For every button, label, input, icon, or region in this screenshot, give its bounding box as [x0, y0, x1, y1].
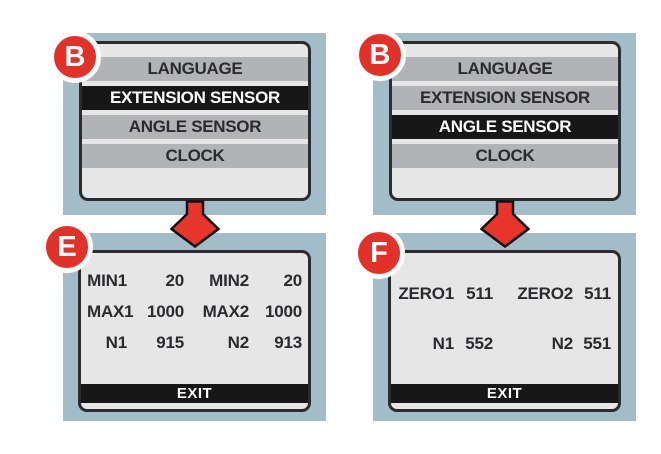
extension-sensor-screen: MIN1 20 MIN2 20 MAX1 1000 MAX2 1000 N1 9…	[78, 250, 311, 412]
menu-item-clock[interactable]: CLOCK	[82, 144, 308, 168]
readout-value: 20	[165, 271, 184, 290]
readout-label: ZERO1	[398, 284, 454, 303]
menu-screen-left: LANGUAGE EXTENSION SENSOR ANGLE SENSOR C…	[79, 41, 311, 201]
readout-value: 511	[466, 284, 493, 303]
callout-badge-b: B	[354, 29, 406, 81]
readout-value: 915	[156, 333, 184, 352]
readout-label: N2	[551, 334, 574, 353]
extension-sensor-flow: B LANGUAGE EXTENSION SENSOR ANGLE SENSOR…	[41, 31, 326, 421]
readout-label: MIN2	[209, 271, 249, 290]
device-frame-menu-left: B LANGUAGE EXTENSION SENSOR ANGLE SENSOR…	[49, 31, 326, 215]
callout-badge-letter: B	[64, 40, 86, 73]
readout-label: MAX1	[87, 302, 134, 321]
callout-badge-letter: E	[57, 230, 77, 263]
menu-item-extension-sensor[interactable]: EXTENSION SENSOR	[392, 86, 618, 110]
callout-badge-b: B	[49, 31, 101, 83]
angle-sensor-flow: B LANGUAGE EXTENSION SENSOR ANGLE SENSOR…	[353, 29, 636, 421]
menu-item-extension-sensor[interactable]: EXTENSION SENSOR	[82, 86, 308, 110]
readout-value: 1000	[264, 302, 302, 321]
readout-label: N1	[105, 333, 128, 352]
menu-item-language[interactable]: LANGUAGE	[82, 57, 308, 81]
menu-item-angle-sensor[interactable]: ANGLE SENSOR	[82, 115, 308, 139]
readout-value: 552	[465, 334, 493, 353]
readout-value: 1000	[146, 302, 184, 321]
exit-button[interactable]: EXIT	[81, 384, 308, 403]
device-frame-angle-screen: F ZERO1 511 ZERO2 511 N1 552 N2 551 EXIT	[353, 227, 636, 421]
readout-label: N2	[227, 333, 250, 352]
readout-value: 511	[584, 284, 611, 303]
callout-badge-e: E	[41, 221, 93, 273]
menu-item-language[interactable]: LANGUAGE	[392, 57, 618, 81]
callout-badge-letter: B	[369, 38, 391, 71]
extension-sensor-readouts: MIN1 20 MIN2 20 MAX1 1000 MAX2 1000 N1 9…	[81, 253, 308, 358]
exit-button[interactable]: EXIT	[391, 384, 618, 403]
callout-badge-f: F	[353, 227, 405, 279]
flow-down-arrow-icon	[169, 200, 220, 248]
device-frame-extension-screen: E MIN1 20 MIN2 20 MAX1 1000 MAX2 1000 N1…	[41, 221, 326, 421]
readout-value: 551	[583, 334, 611, 353]
readout-label: ZERO2	[517, 284, 573, 303]
flow-down-arrow-icon	[479, 200, 530, 248]
readout-value: 20	[283, 271, 302, 290]
menu-item-clock[interactable]: CLOCK	[392, 144, 618, 168]
readout-label: N1	[432, 334, 455, 353]
readout-label: MAX2	[202, 302, 250, 321]
menu-item-angle-sensor[interactable]: ANGLE SENSOR	[392, 115, 618, 139]
menu-screen-right: LANGUAGE EXTENSION SENSOR ANGLE SENSOR C…	[389, 41, 621, 201]
callout-badge-letter: F	[370, 236, 388, 269]
angle-sensor-readouts: ZERO1 511 ZERO2 511 N1 552 N2 551	[391, 253, 618, 369]
readout-label: MIN1	[87, 271, 127, 290]
device-frame-menu-right: B LANGUAGE EXTENSION SENSOR ANGLE SENSOR…	[354, 29, 636, 215]
angle-sensor-screen: ZERO1 511 ZERO2 511 N1 552 N2 551 EXIT	[388, 250, 621, 412]
readout-value: 913	[274, 333, 302, 352]
